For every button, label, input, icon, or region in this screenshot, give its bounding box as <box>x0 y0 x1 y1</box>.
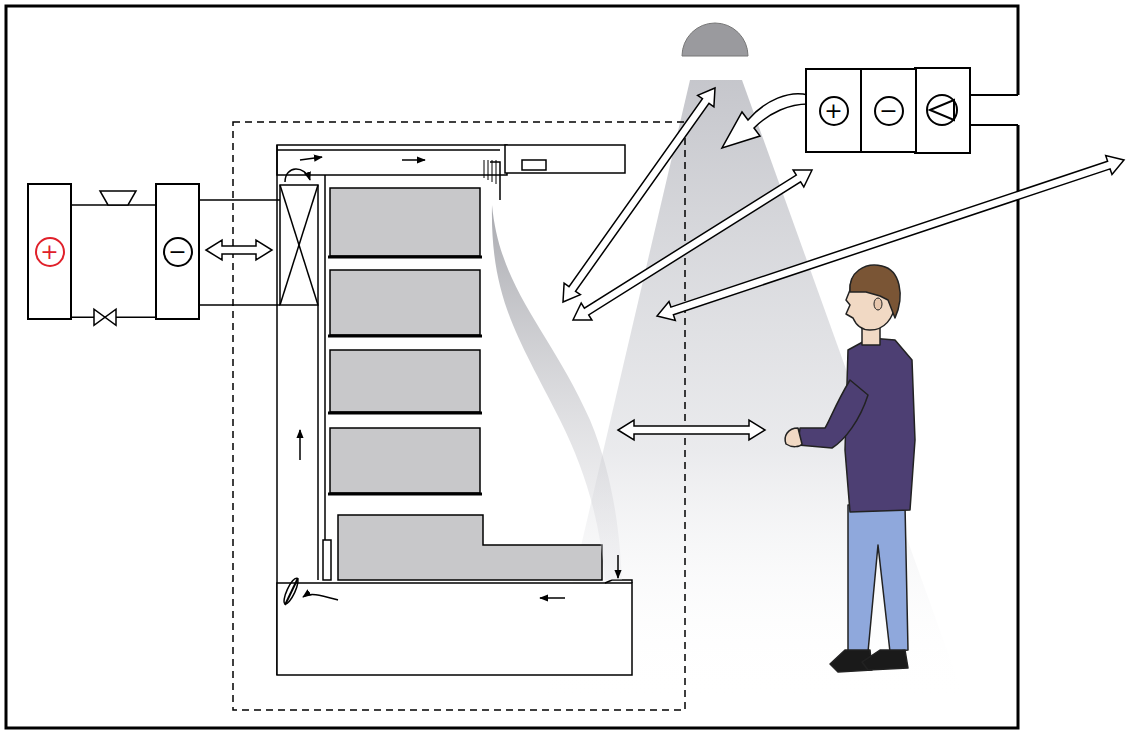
symbol-text: − <box>163 237 193 267</box>
display-case <box>277 145 632 675</box>
valve-symbol <box>94 309 116 325</box>
heat-flow-arrow <box>563 88 715 302</box>
heat-flow-arrow <box>206 240 272 260</box>
lamp <box>682 23 748 56</box>
symbol-text: + <box>819 96 849 126</box>
symbol-text: − <box>874 96 904 126</box>
air-flow-arrows <box>285 157 618 600</box>
ahu-heating-cell: + <box>805 68 862 153</box>
supply-air-arrow <box>722 94 808 148</box>
fan-symbol <box>927 95 957 125</box>
heater-unit: + <box>27 183 72 320</box>
cooler-unit: − <box>155 183 200 320</box>
room-wall <box>6 6 1018 728</box>
ahu-cooling-cell: − <box>860 68 917 153</box>
fan-cell <box>915 68 970 153</box>
air-curtain <box>492 205 622 580</box>
supply-duct <box>970 94 1018 96</box>
heat-flow-arrow <box>657 156 1124 321</box>
heat-flow-arrow <box>573 170 812 320</box>
expansion-vessel <box>100 191 136 205</box>
control-boundary <box>233 122 685 710</box>
person <box>785 265 915 672</box>
heat-flow-arrow <box>618 420 765 440</box>
symbol-text: + <box>35 237 65 267</box>
heat-exchange-arrows <box>206 88 1124 440</box>
